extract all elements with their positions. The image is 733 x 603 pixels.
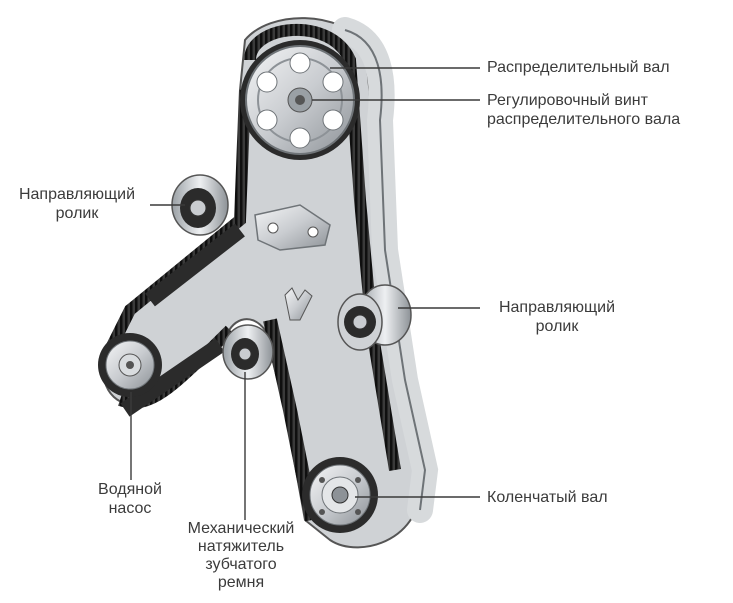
water-pump-pulley — [98, 333, 162, 397]
label-adjust-screw-line1: Регулировочный винт — [487, 92, 648, 109]
bracket — [254, 204, 331, 251]
label-crankshaft: Коленчатый вал — [487, 488, 608, 507]
label-adjust-screw: Регулировочный винт распределительного в… — [487, 91, 680, 129]
label-idler-right: Направляющий ролик — [482, 298, 632, 336]
crankshaft-pulley — [302, 457, 378, 533]
label-idler-left-line2: ролик — [55, 205, 99, 222]
label-crankshaft-text: Коленчатый вал — [487, 489, 608, 506]
label-water-pump-line1: Водяной — [98, 481, 162, 498]
label-idler-right-line1: Направляющий — [498, 299, 616, 316]
label-idler-left-line1: Направляющий — [18, 186, 136, 203]
label-tensioner: Механический натяжитель зубчатого ремня — [168, 520, 314, 592]
label-tensioner-line2: натяжитель — [197, 538, 285, 555]
label-camshaft: Распределительный вал — [487, 58, 670, 77]
label-adjust-screw-line2: распределительного вала — [487, 111, 681, 128]
label-water-pump: Водяной насос — [80, 480, 180, 518]
label-idler-left: Направляющий ролик — [4, 185, 150, 223]
label-idler-right-line2: ролик — [535, 318, 579, 335]
label-tensioner-line4: ремня — [217, 574, 265, 591]
label-tensioner-line3: зубчатого — [205, 556, 277, 573]
label-camshaft-text: Распределительный вал — [487, 59, 670, 76]
leader-lines — [130, 67, 480, 520]
tensioner — [222, 287, 313, 380]
label-tensioner-line1: Механический — [187, 520, 295, 537]
left-idler-roller — [171, 174, 229, 236]
label-water-pump-line2: насос — [108, 500, 152, 517]
timing-belt — [101, 17, 439, 549]
right-idler-roller — [337, 284, 412, 351]
